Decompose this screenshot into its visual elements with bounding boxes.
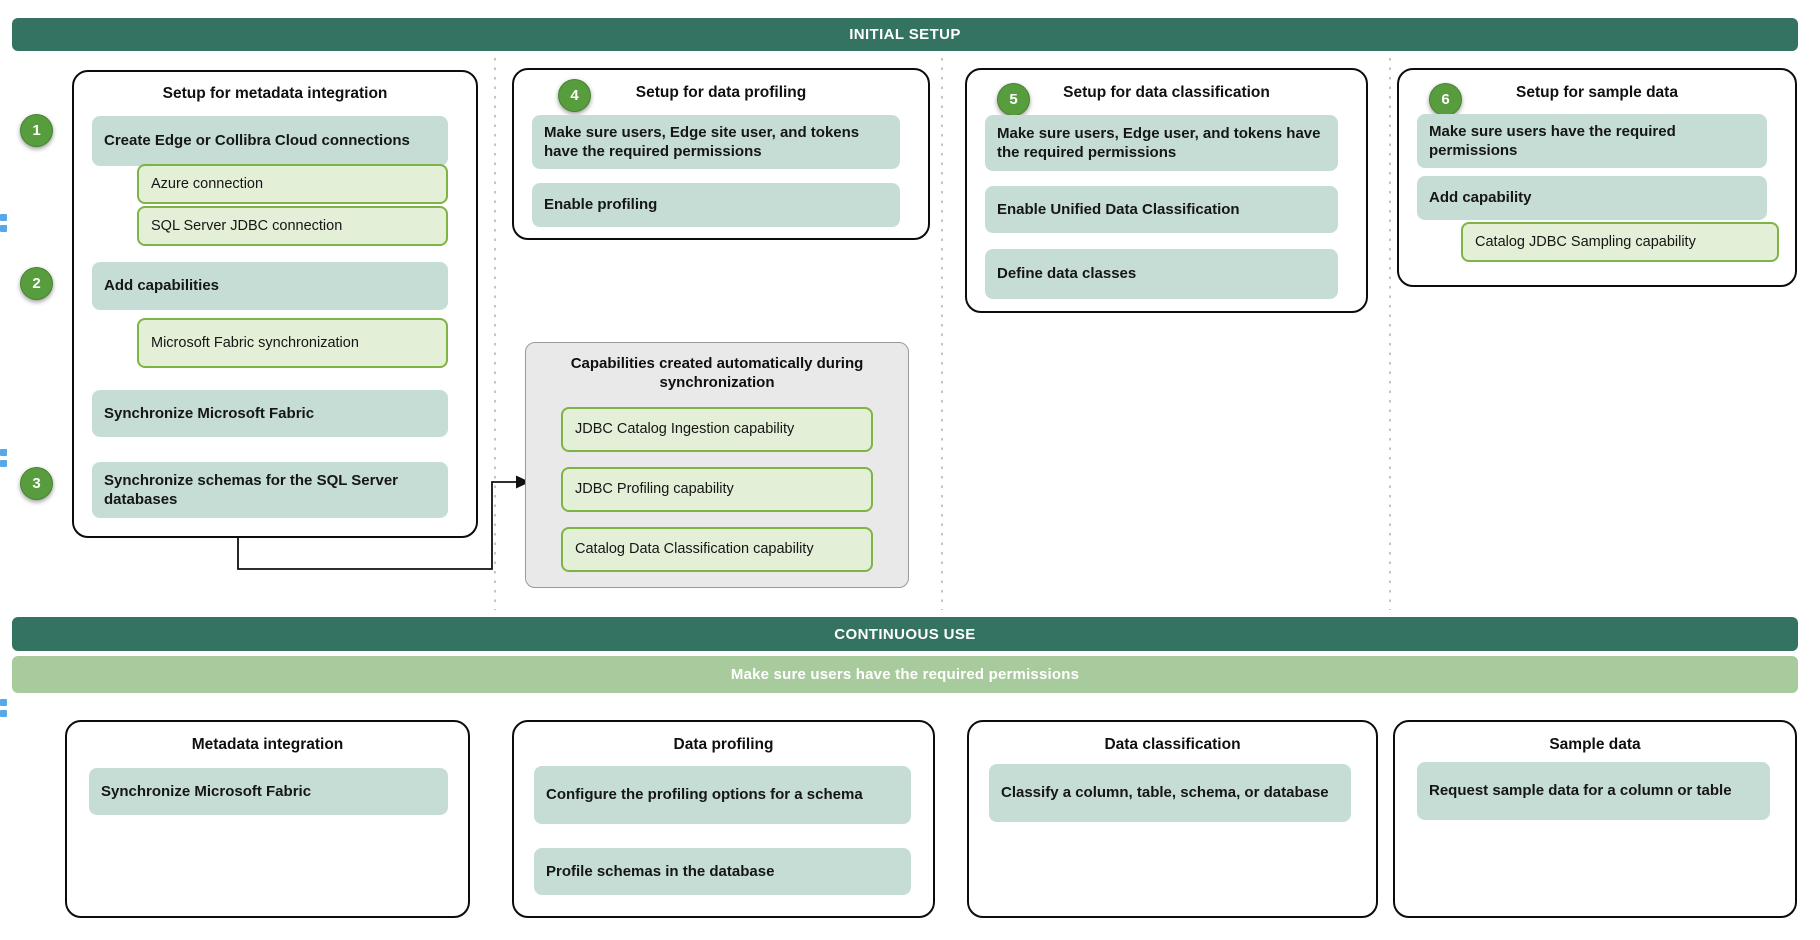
synchronize-schemas-item: Synchronize schemas for the SQL Server d… [92,462,448,518]
sql-server-jdbc-connection-item: SQL Server JDBC connection [137,206,448,246]
clipped-blue-glyph [0,460,7,467]
azure-connection-item: Azure connection [137,164,448,204]
sample-permissions-item: Make sure users have the required permis… [1417,114,1767,168]
jdbc-catalog-ingestion-item: JDBC Catalog Ingestion capability [561,407,873,452]
setup-data-profiling-card: 4 Setup for data profiling Make sure use… [512,68,930,240]
column-separator-1 [494,58,496,610]
step-2-badge: 2 [20,267,53,300]
setup-metadata-integration-card: Setup for metadata integration Create Ed… [72,70,478,538]
add-capability-item: Add capability [1417,176,1767,220]
define-data-classes-item: Define data classes [985,249,1338,299]
setup-sample-data-title: Setup for sample data [1516,84,1678,101]
clipped-blue-glyph [0,214,7,221]
data-profiling-title: Data profiling [673,736,774,753]
column-separator-2 [941,58,943,610]
enable-profiling-item: Enable profiling [532,183,900,227]
step-1-badge: 1 [20,114,53,147]
request-sample-data-item: Request sample data for a column or tabl… [1417,762,1770,820]
catalog-data-classification-capability-item: Catalog Data Classification capability [561,527,873,572]
permissions-banner: Make sure users have the required permis… [12,656,1798,693]
fabric-synchronization-item: Microsoft Fabric synchronization [137,318,448,368]
auto-capabilities-box: Capabilities created automatically durin… [525,342,909,588]
step-3-badge: 3 [20,467,53,500]
step-6-badge: 6 [1429,83,1462,116]
profiling-permissions-item: Make sure users, Edge site user, and tok… [532,115,900,169]
cu-synchronize-fabric-item: Synchronize Microsoft Fabric [89,768,448,815]
jdbc-profiling-capability-item: JDBC Profiling capability [561,467,873,512]
step-4-badge: 4 [558,79,591,112]
profile-schemas-item: Profile schemas in the database [534,848,911,895]
sample-data-card: Sample data Request sample data for a co… [1393,720,1797,918]
data-profiling-card: Data profiling Configure the profiling o… [512,720,935,918]
setup-data-profiling-title: Setup for data profiling [635,84,807,101]
create-connections-item: Create Edge or Collibra Cloud connection… [92,116,448,166]
clipped-blue-glyph [0,710,7,717]
auto-capabilities-title: Capabilities created automatically durin… [570,355,864,391]
add-capabilities-item: Add capabilities [92,262,448,310]
clipped-blue-glyph [0,449,7,456]
classify-item: Classify a column, table, schema, or dat… [989,764,1351,822]
setup-metadata-integration-title: Setup for metadata integration [162,85,388,102]
setup-sample-data-card: 6 Setup for sample data Make sure users … [1397,68,1797,287]
metadata-integration-title: Metadata integration [191,736,344,753]
clipped-blue-glyph [0,225,7,232]
metadata-integration-card: Metadata integration Synchronize Microso… [65,720,470,918]
initial-setup-banner: INITIAL SETUP [12,18,1798,51]
data-classification-title: Data classification [1104,736,1241,753]
synchronize-fabric-item: Synchronize Microsoft Fabric [92,390,448,437]
setup-data-classification-title: Setup for data classification [1063,84,1270,101]
sample-data-title: Sample data [1549,736,1641,753]
data-classification-card: Data classification Classify a column, t… [967,720,1378,918]
clipped-blue-glyph [0,699,7,706]
column-separator-3 [1389,58,1391,610]
setup-data-classification-card: 5 Setup for data classification Make sur… [965,68,1368,313]
configure-profiling-options-item: Configure the profiling options for a sc… [534,766,911,824]
continuous-use-banner: CONTINUOUS USE [12,617,1798,651]
catalog-jdbc-sampling-item: Catalog JDBC Sampling capability [1461,222,1779,262]
enable-udc-item: Enable Unified Data Classification [985,186,1338,233]
classification-permissions-item: Make sure users, Edge user, and tokens h… [985,115,1338,171]
